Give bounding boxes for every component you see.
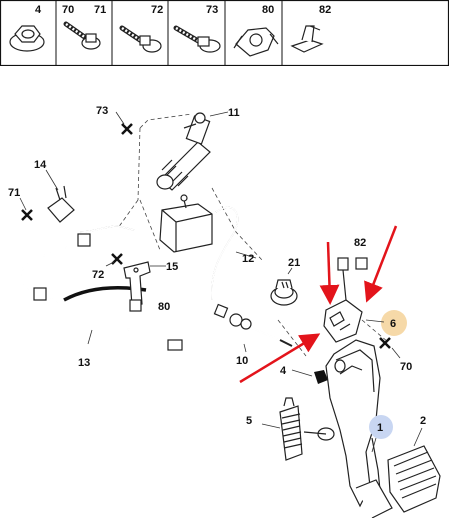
fixing-marker-72[interactable] [105, 253, 123, 267]
pushrod-10[interactable] [213, 303, 293, 353]
screw-70[interactable] [379, 337, 401, 359]
highlight-1 [369, 415, 393, 439]
return-spring-5[interactable] [261, 397, 303, 461]
fixing-marker-71[interactable] [19, 197, 33, 221]
callout-5: 5 [246, 415, 252, 427]
legend-label-82: 82 [319, 4, 331, 16]
legend-cell-4[interactable]: 4 [9, 4, 45, 52]
red-arrow-bottom [239, 333, 321, 384]
pedal-box[interactable] [303, 339, 381, 508]
bracket-clip-14[interactable] [45, 169, 75, 223]
callout-12: 12 [242, 253, 254, 265]
legend-label-70: 70 [62, 4, 74, 16]
callout-71: 71 [8, 187, 20, 199]
no-scale-square [355, 257, 368, 270]
grommet-21[interactable] [270, 267, 298, 306]
legend-cell-82[interactable]: 82 [290, 4, 331, 53]
legend-cell-73[interactable]: 73 [173, 4, 221, 53]
flange-screw-icon [63, 21, 101, 50]
legend-label-71: 71 [94, 4, 106, 16]
fixing-marker-73[interactable] [115, 111, 133, 135]
parts-legend: 4 70 71 72 73 [0, 0, 449, 66]
legend-label-73: 73 [206, 4, 218, 16]
no-scale-square-80 [129, 299, 142, 312]
callout-2: 2 [420, 415, 426, 427]
connector-clip-icon [290, 25, 324, 53]
callout-11: 11 [228, 107, 240, 119]
callout-72: 72 [92, 269, 104, 281]
hex-nut-icon [9, 25, 45, 52]
legend-label-72: 72 [151, 4, 163, 16]
clutch-hose-13[interactable] [19, 225, 183, 351]
nut-4[interactable] [291, 369, 328, 384]
fluid-reservoir-12[interactable] [159, 194, 213, 253]
pedal-pad-2[interactable] [355, 427, 441, 518]
callout-6: 6 [390, 318, 396, 330]
legend-cell-72[interactable]: 72 [119, 4, 163, 53]
legend-cell-70-71[interactable]: 70 71 [62, 4, 106, 50]
fluid-pipe-12[interactable] [211, 206, 257, 301]
connector-82[interactable] [337, 257, 368, 301]
clutch-pedal-exploded-diagram: 73 11 14 71 12 21 82 72 15 80 6 13 10 70… [8, 105, 441, 518]
callout-82: 82 [354, 237, 366, 249]
master-cylinder-11[interactable] [156, 111, 229, 191]
red-arrows [239, 225, 398, 384]
callout-15: 15 [166, 261, 178, 273]
red-arrow-right [364, 225, 398, 303]
callout-13: 13 [78, 357, 90, 369]
callout-10: 10 [236, 355, 248, 367]
callout-21: 21 [288, 257, 300, 269]
callout-73: 73 [96, 105, 108, 117]
highlight-6 [381, 310, 407, 336]
callout-labels: 73 11 14 71 12 21 82 72 15 80 6 13 10 70… [8, 105, 426, 434]
red-arrow-left [319, 241, 340, 305]
legend-cell-80[interactable]: 80 [233, 4, 279, 57]
pedal-arm-1[interactable] [369, 415, 393, 491]
callout-80: 80 [158, 301, 170, 313]
long-bolt-icon [173, 25, 221, 53]
legend-label-80: 80 [262, 4, 274, 16]
callout-1: 1 [377, 422, 383, 434]
callout-14: 14 [34, 159, 47, 171]
callout-4: 4 [280, 365, 287, 377]
bolt-washer-icon [119, 25, 162, 53]
pipe-bracket-15[interactable] [123, 261, 166, 307]
assembly-guide-lines [117, 113, 389, 357]
clutch-switch-6[interactable] [323, 299, 407, 343]
callout-70: 70 [400, 361, 412, 373]
legend-label-4: 4 [35, 4, 42, 16]
cable-clip-icon [233, 27, 279, 57]
